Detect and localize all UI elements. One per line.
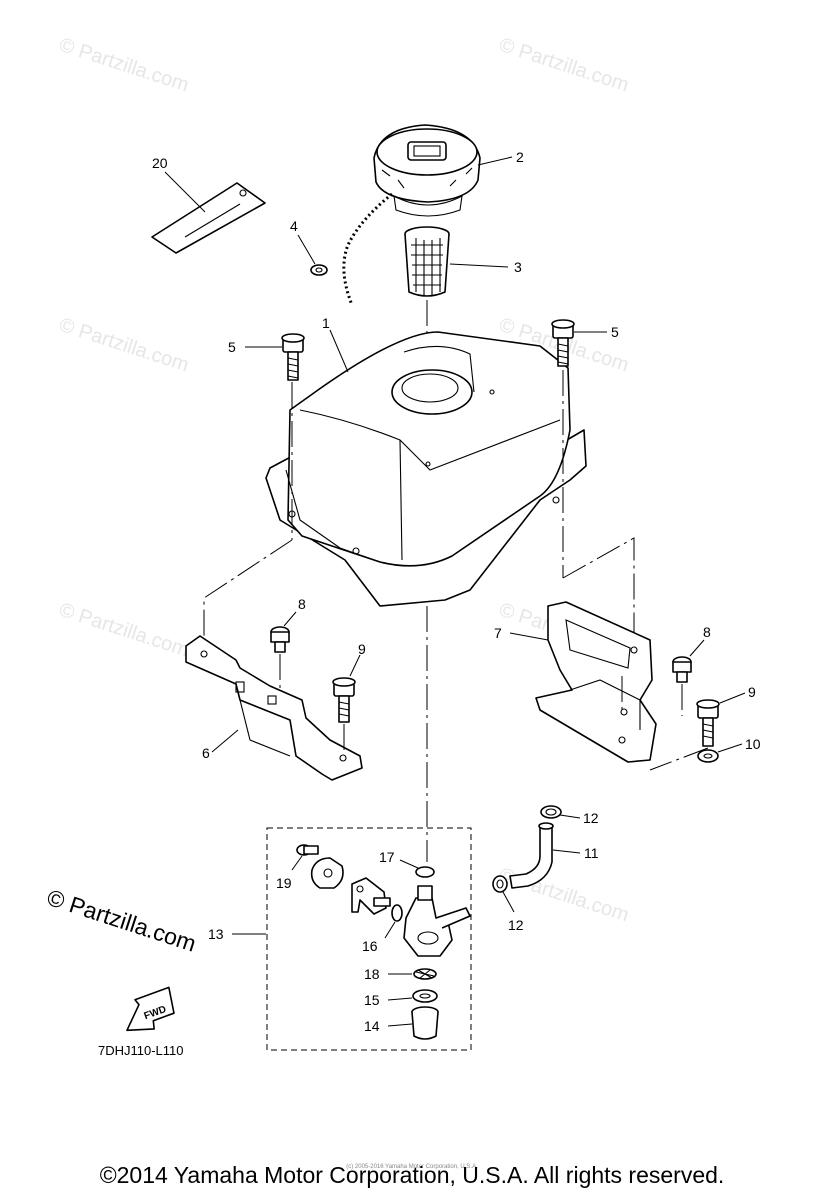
leader-2: [477, 156, 513, 166]
watermark-text: © Partzilla.com: [496, 34, 631, 97]
leader-8-right: [689, 639, 705, 657]
leader-4: [297, 234, 316, 265]
part-20-label-plate[interactable]: [151, 182, 266, 254]
cock-lever-plate[interactable]: [310, 857, 344, 889]
callout-8-left: 8: [298, 596, 306, 612]
callout-12-upper: 12: [583, 810, 599, 826]
leader-3: [449, 263, 509, 268]
center-line-left-bracket: [203, 539, 293, 650]
callout-7: 7: [494, 625, 502, 641]
cap-chain: [342, 192, 393, 306]
part-8-grommet-left[interactable]: [270, 626, 290, 653]
part-9-bolt-left[interactable]: [332, 677, 356, 723]
part-6-bracket-left[interactable]: [185, 635, 363, 781]
callout-8-right: 8: [703, 624, 711, 640]
fwd-arrow-icon: FWD: [126, 986, 175, 1032]
part-12-clip-upper[interactable]: [540, 805, 562, 819]
callout-14: 14: [364, 1018, 380, 1034]
callout-9-right: 9: [748, 684, 756, 700]
callout-2: 2: [516, 149, 524, 165]
callout-9-left: 9: [358, 641, 366, 657]
leader-19: [291, 855, 303, 871]
small-notice: (c) 2005-2016 Yamaha Motor Corporation, …: [346, 1164, 478, 1170]
callout-18: 18: [364, 966, 380, 982]
callout-11: 11: [584, 845, 599, 861]
leader-17: [399, 859, 419, 869]
callout-5-left: 5: [228, 339, 236, 355]
leader-20: [164, 171, 206, 213]
callout-16: 16: [362, 938, 378, 954]
part-7-bracket-right[interactable]: [535, 601, 657, 763]
part-17-o-ring[interactable]: [415, 866, 435, 878]
callout-19: 19: [276, 875, 292, 891]
part-8-grommet-right[interactable]: [672, 656, 692, 683]
callout-12-lower: 12: [508, 917, 524, 933]
part-5-bolt-right[interactable]: [551, 319, 575, 367]
leader-14: [387, 1023, 413, 1027]
leader-9-right: [719, 692, 746, 704]
callout-1: 1: [322, 315, 330, 331]
callout-15: 15: [364, 992, 380, 1008]
part-10-washer[interactable]: [697, 749, 719, 763]
cock-lever[interactable]: [351, 877, 391, 915]
part-15-gasket[interactable]: [412, 989, 438, 1003]
callout-4: 4: [290, 218, 298, 234]
part-13-fuel-cock-assembly-box: [266, 827, 472, 1051]
part-16-o-ring[interactable]: [391, 904, 403, 922]
part-12-clip-lower[interactable]: [492, 875, 508, 893]
leader-15: [387, 997, 413, 1001]
leader-11: [552, 849, 581, 854]
callout-17: 17: [379, 849, 395, 865]
part-4-ring[interactable]: [310, 264, 328, 276]
leader-1: [329, 329, 349, 373]
callout-5-right: 5: [611, 324, 619, 340]
part-11-fuel-hose[interactable]: [509, 822, 554, 889]
leader-6: [211, 729, 239, 753]
part-3-strainer[interactable]: [404, 226, 450, 297]
part-19-screw[interactable]: [296, 844, 319, 856]
leader-12-lower: [502, 891, 515, 913]
callout-3: 3: [514, 259, 522, 275]
part-18-screen[interactable]: [413, 968, 437, 980]
part-2-fuel-cap[interactable]: [373, 124, 481, 217]
watermark-text: © Partzilla.com: [56, 314, 191, 377]
callout-10: 10: [745, 736, 761, 752]
leader-9-left: [349, 654, 361, 677]
part-14-cup[interactable]: [411, 1006, 439, 1040]
part-1-fuel-tank[interactable]: [265, 331, 587, 607]
callout-20: 20: [152, 155, 168, 171]
copyright-footer: ©2014 Yamaha Motor Corporation, U.S.A. A…: [99, 1162, 725, 1188]
center-line-right-bracket: [562, 537, 635, 650]
callout-6: 6: [202, 745, 210, 761]
watermark-text: © Partzilla.com: [56, 34, 191, 97]
leader-8-left: [283, 611, 297, 627]
callout-13: 13: [208, 926, 224, 942]
watermark-text: © Partzilla.com: [56, 599, 191, 662]
leader-7: [509, 632, 549, 641]
diagram-code: 7DHJ110-L110: [98, 1043, 184, 1058]
center-line-9-right: [649, 747, 709, 771]
leader-10: [717, 743, 743, 753]
part-9-bolt-right[interactable]: [696, 699, 720, 747]
leader-16: [384, 921, 396, 939]
part-5-bolt-left[interactable]: [281, 333, 305, 381]
leader-12-upper: [559, 814, 581, 819]
fuel-cock-body[interactable]: [403, 885, 471, 957]
